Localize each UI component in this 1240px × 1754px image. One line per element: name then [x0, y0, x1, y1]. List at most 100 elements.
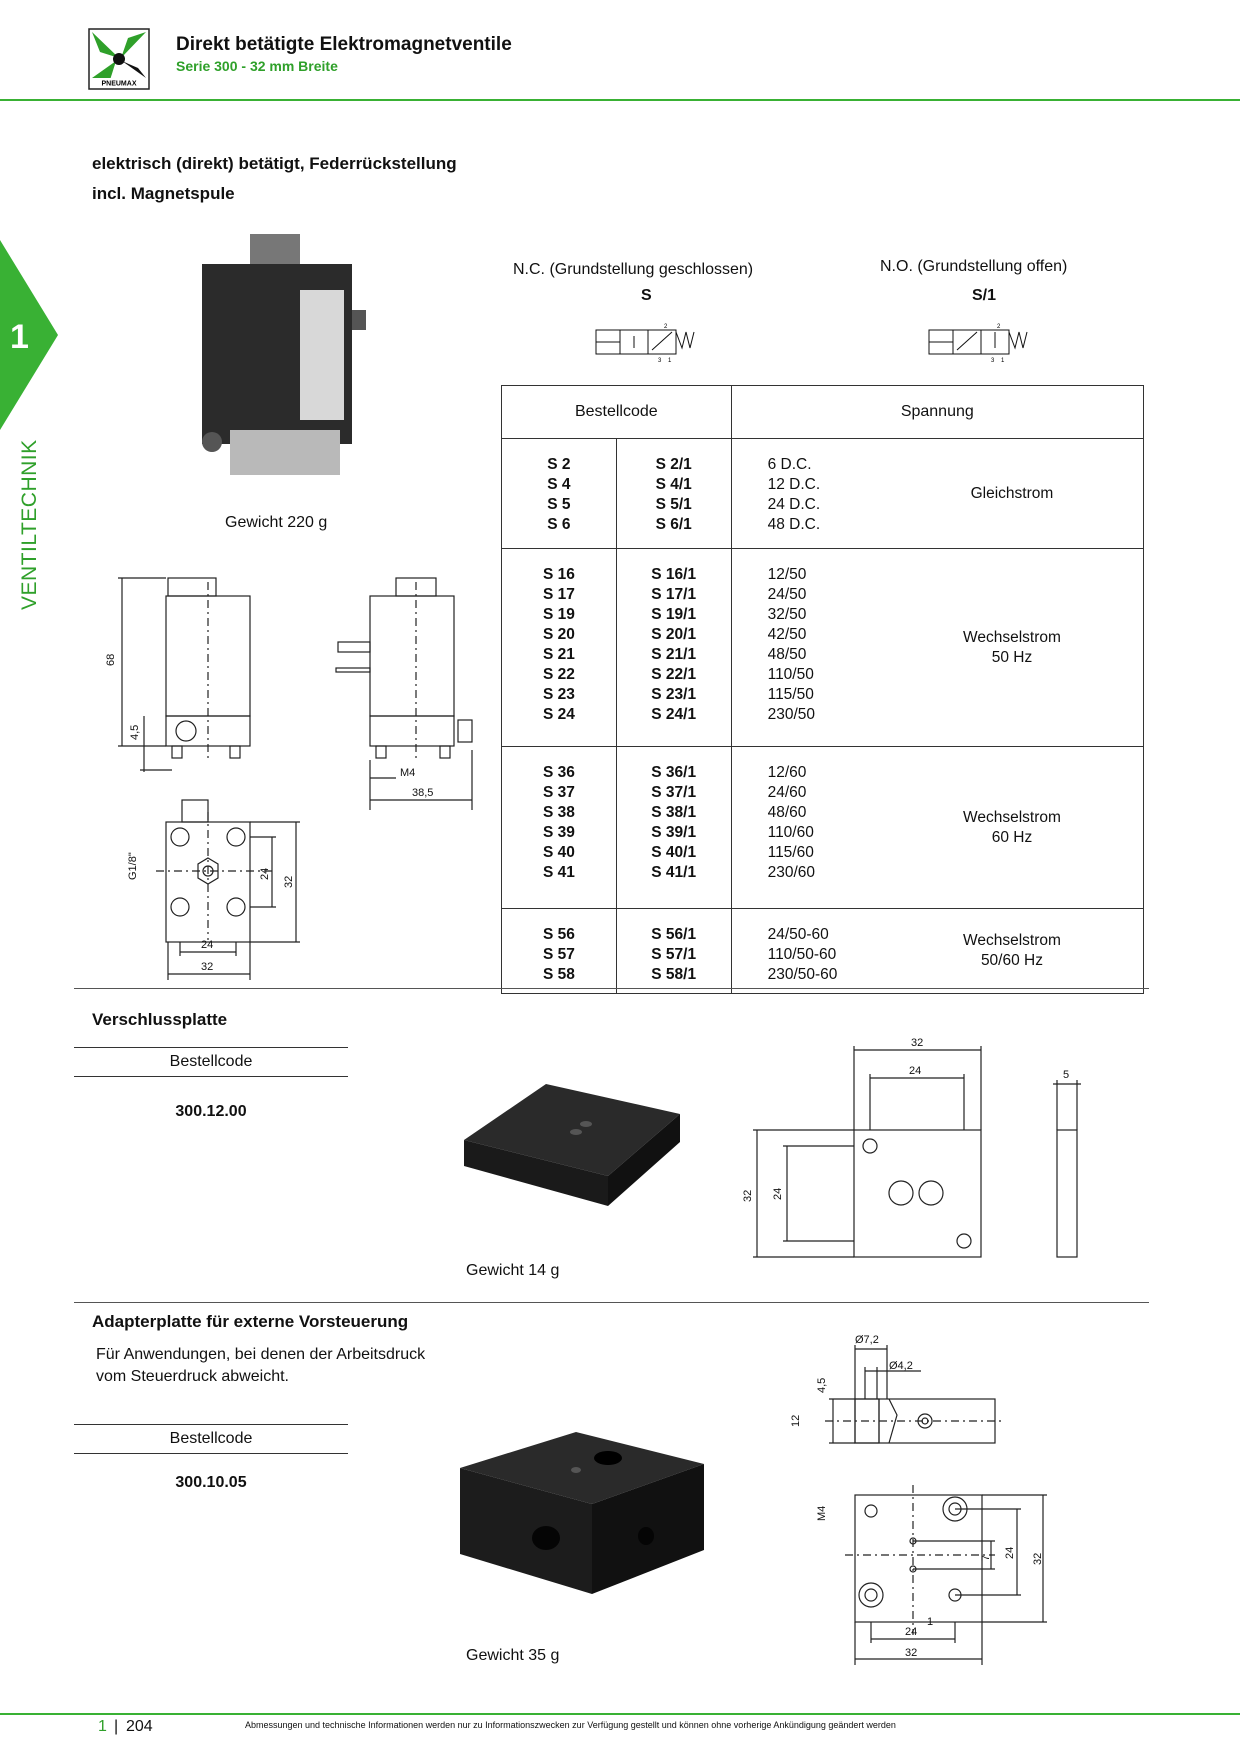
header-title: Direkt betätigte Elektromagnetventile	[176, 34, 512, 55]
voltage-cell-value: 32/50	[767, 606, 807, 623]
nc-code-cell-value: S 37	[542, 784, 575, 801]
no-label: N.O. (Grundstellung offen)	[880, 258, 1068, 275]
header-voltage: Spannung	[730, 385, 1145, 439]
svg-text:1: 1	[1001, 358, 1005, 364]
header-order-code: Bestellcode	[501, 385, 732, 439]
no-code-cell-value: S 37/1	[651, 784, 697, 801]
nc-code-cell-value: S 5	[547, 496, 571, 513]
nc-code: S	[641, 287, 652, 304]
chapter-tab: 1	[0, 240, 58, 430]
svg-text:PNEUMAX: PNEUMAX	[101, 81, 136, 88]
dim-32-horizontal: 32	[905, 1647, 917, 1659]
verschluss-code-label: Bestellcode	[74, 1047, 348, 1077]
voltage-cell-value: 24/50	[767, 586, 807, 603]
svg-text:3: 3	[991, 358, 995, 364]
footer-divider	[0, 1713, 1240, 1715]
section-divider-1	[74, 988, 1149, 989]
voltage-cell-value: 24/60	[767, 784, 807, 801]
footer-separator: |	[114, 1718, 119, 1735]
section-divider-2	[74, 1302, 1149, 1303]
valve-dimension-drawing: 68 4,5 M4 38,5 G1/8" 24 32 24 32	[105, 577, 473, 980]
nc-code-cell-value: S 56	[542, 926, 575, 943]
voltage-cell-value: 42/50	[767, 626, 807, 643]
voltage-cell-value: 110/60	[767, 824, 814, 841]
dim-32-horizontal: 32	[201, 961, 213, 973]
dim-1: 1	[927, 1616, 933, 1628]
no-code-cell-value: S 36/1	[651, 764, 697, 781]
dim-32-vertical: 32	[1032, 1553, 1044, 1565]
voltage-cell-value: 110/50-60	[767, 946, 837, 963]
svg-text:3: 3	[658, 358, 662, 364]
dim-68: 68	[105, 654, 117, 666]
nc-code-cell-value: S 20	[542, 626, 575, 643]
svg-text:2: 2	[997, 324, 1001, 330]
dim-7: 7	[980, 1555, 992, 1561]
voltage-cell-value: 230/60	[767, 864, 816, 881]
current-type-cell: Gleichstrom	[880, 438, 1144, 549]
valve-photo	[190, 230, 370, 480]
dim-4-5: 4,5	[129, 725, 141, 740]
adapter-desc-2: vom Steuerdruck abweicht.	[96, 1368, 289, 1385]
footer-note: Abmessungen und technische Informationen…	[245, 1720, 896, 1730]
nc-code-cell-value: S 58	[542, 966, 575, 983]
header-subtitle: Serie 300 - 32 mm Breite	[176, 58, 338, 74]
no-code-cell-value: S 40/1	[651, 844, 697, 861]
no-code-cell-value: S 56/1	[651, 926, 697, 943]
voltage-cell-value: 115/50	[767, 686, 814, 703]
adapter-dimension-drawing: Ø7,2 Ø4,2 4,5 12 M4 7 24 32 1 24 32	[790, 1334, 1047, 1665]
current-type-cell-value: 50/60 Hz	[980, 952, 1043, 969]
dim-m4: M4	[816, 1506, 828, 1521]
current-type-cell-value: Wechselstrom	[963, 932, 1061, 949]
adapter-title: Adapterplatte für externe Vorsteuerung	[92, 1312, 409, 1331]
dim-d7-2: Ø7,2	[855, 1334, 879, 1346]
nc-label: N.C. (Grundstellung geschlossen)	[513, 261, 754, 278]
dim-24-horizontal: 24	[201, 939, 213, 951]
chapter-number: 1	[10, 318, 29, 356]
nc-code-cell-value: S 21	[542, 646, 575, 663]
chapter-label: VENTILTECHNIK	[18, 439, 41, 610]
dim-24-top: 24	[909, 1065, 921, 1077]
voltage-cell-value: 48/50	[767, 646, 807, 663]
footer-chapter: 1	[98, 1718, 107, 1735]
dim-24-vertical: 24	[1004, 1547, 1016, 1559]
verschluss-dimension-drawing: 32 24 32 24 5	[742, 1037, 1081, 1258]
nc-code-cell-value: S 41	[542, 864, 575, 881]
verschluss-weight: Gewicht 14 g	[466, 1262, 560, 1279]
no-code-cell-value: S 24/1	[651, 706, 697, 723]
no-code-cell-value: S 19/1	[651, 606, 697, 623]
no-code-cell-value: S 16/1	[651, 566, 697, 583]
no-code-cell-value: S 57/1	[651, 946, 697, 963]
valve-weight: Gewicht 220 g	[225, 514, 328, 531]
nc-code-cell-value: S 17	[542, 586, 575, 603]
dim-24-horizontal: 24	[905, 1626, 917, 1638]
voltage-cell: 6 D.C.12 D.C.24 D.C.48 D.C.	[730, 438, 881, 549]
dim-32-side: 32	[742, 1190, 754, 1202]
adapter-code: 300.10.05	[175, 1474, 247, 1491]
nc-code-cell-value: S 19	[542, 606, 575, 623]
intro-line-2: incl. Magnetspule	[92, 184, 235, 203]
no-code-cell-value: S 41/1	[651, 864, 697, 881]
dim-32-vertical: 32	[283, 876, 295, 888]
dim-12: 12	[790, 1415, 802, 1427]
voltage-cell-value: 6 D.C.	[767, 456, 812, 473]
dim-24-vertical: 24	[259, 868, 271, 880]
voltage-cell-value: 48/60	[767, 804, 807, 821]
verschluss-title: Verschlussplatte	[92, 1010, 228, 1029]
dim-38-5: 38,5	[412, 787, 433, 799]
voltage-cell-value: 115/60	[767, 844, 814, 861]
adapter-photo	[456, 1428, 708, 1598]
verschluss-photo	[458, 1080, 682, 1210]
voltage-cell-value: 110/50	[767, 666, 814, 683]
no-code-cell-value: S 38/1	[651, 804, 697, 821]
